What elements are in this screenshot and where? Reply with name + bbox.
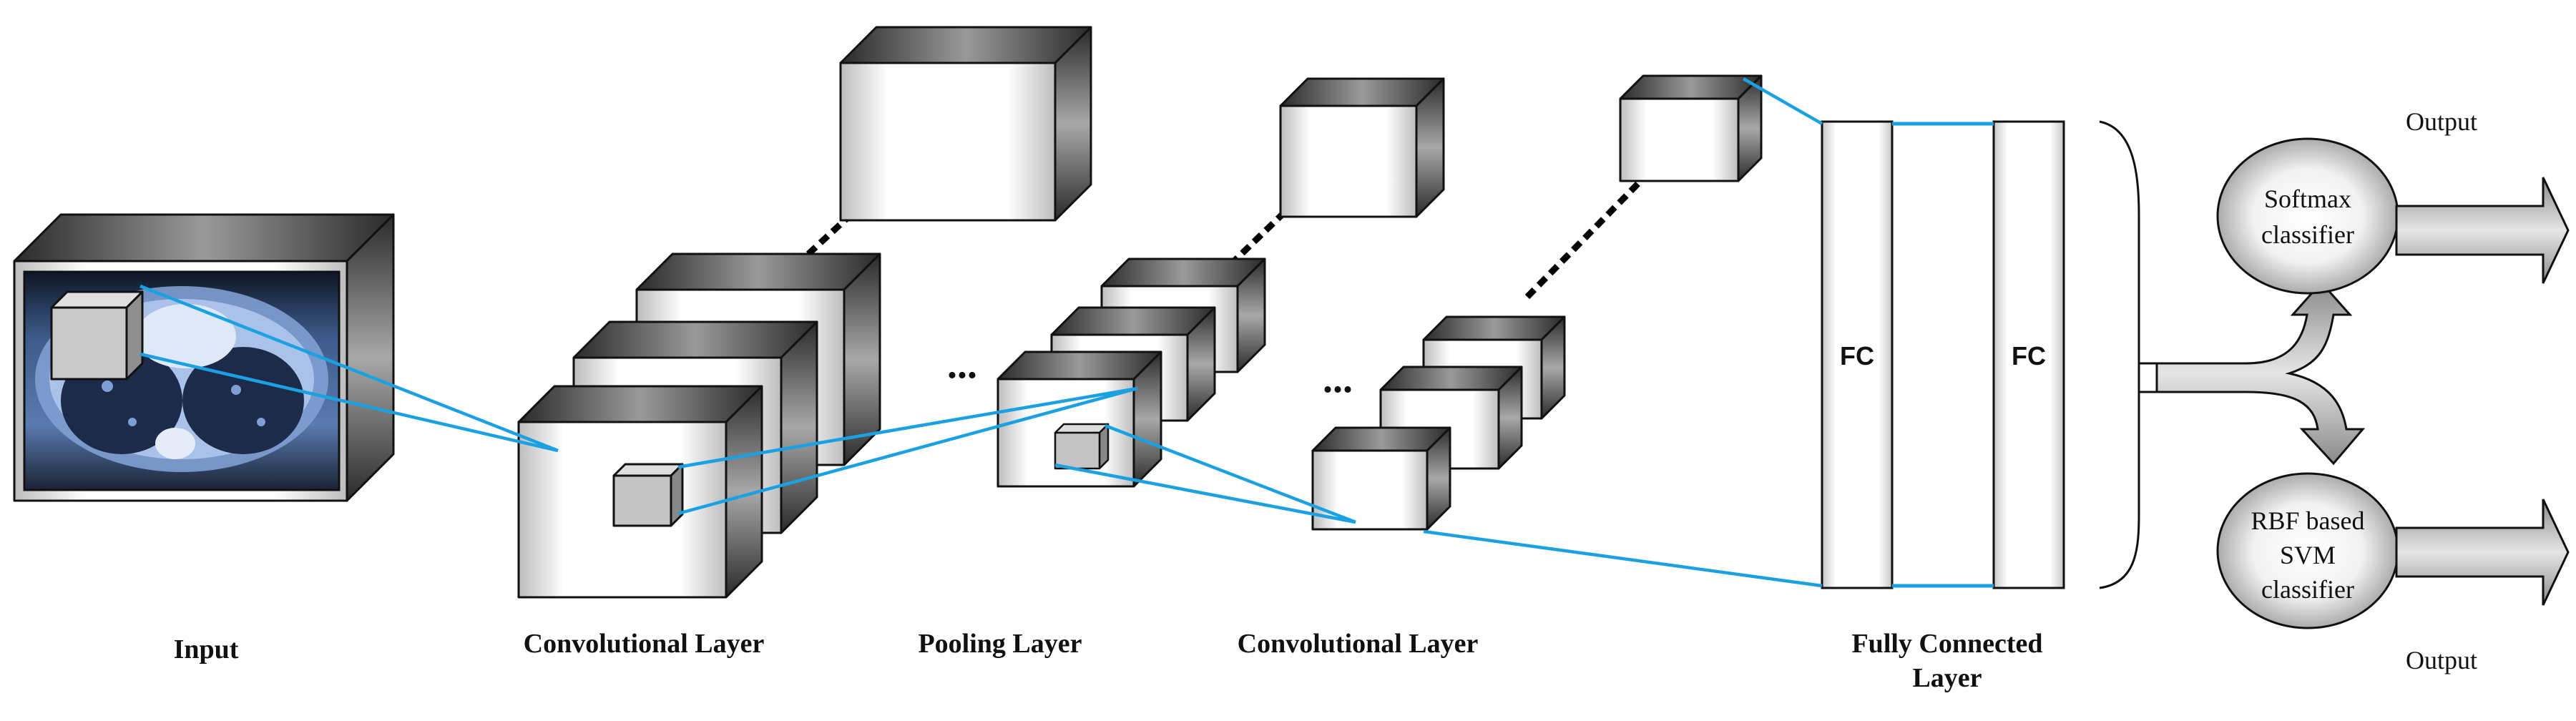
svm-classifier: RBF based SVM classifier [2216,472,2399,629]
caption-pool: Pooling Layer [918,629,1082,659]
dash-conv2 [1524,129,1691,300]
svm-label-line2: SVM [2280,541,2336,569]
fc-bracket [2099,120,2140,589]
line-input-conv1-b [139,352,559,453]
fc-label-1: FC [1840,341,1874,371]
line-conv1-pool-b [677,386,1138,516]
line-conv2-fc-top [1742,77,1823,125]
ellipsis-2: ... [1323,357,1353,401]
caption-fc-line1: Fully Connected [1851,629,2042,659]
fc-block-1 [1821,120,1894,589]
fully-connected-block: FC FC [1821,120,2140,589]
line-input-conv1-a [139,284,559,453]
conv2-feature-map-top [1619,74,1763,182]
connection-lines [139,77,1823,588]
pool-feature-map-top [1279,77,1445,218]
line-conv2-fc-bottom [1423,529,1823,588]
output-label-bottom: Output [2406,646,2477,675]
conv1-feature-map-top [839,26,1092,222]
svm-label-line3: classifier [2261,575,2354,604]
line-conv1-pool-a [677,386,1138,469]
conv1-receptive-field [612,463,684,527]
ellipsis-1: ... [947,343,977,387]
output-label-top: Output [2406,107,2477,136]
line-pool-conv2-a [1054,463,1356,524]
output-arrow-top [2395,177,2570,284]
caption-conv1: Convolutional Layer [524,629,765,659]
softmax-label-line1: Softmax [2264,185,2351,213]
svm-label-line1: RBF based [2251,506,2364,535]
caption-input: Input [174,634,239,664]
branch-arrow [2137,280,2366,466]
line-pool-conv2-b [1105,423,1356,524]
caption-conv2: Convolutional Layer [1238,629,1479,659]
conv2-feature-map-1 [1311,426,1451,531]
softmax-classifier: Softmax classifier [2216,137,2399,295]
fc-block-2 [1992,120,2065,589]
softmax-label-line2: classifier [2261,220,2354,249]
fc-label-2: FC [2012,341,2046,371]
caption-fc-line2: Layer [1912,663,1982,693]
output-arrow-bottom [2395,499,2570,606]
input-receptive-field [50,290,144,381]
pool-receptive-field [1054,423,1110,470]
